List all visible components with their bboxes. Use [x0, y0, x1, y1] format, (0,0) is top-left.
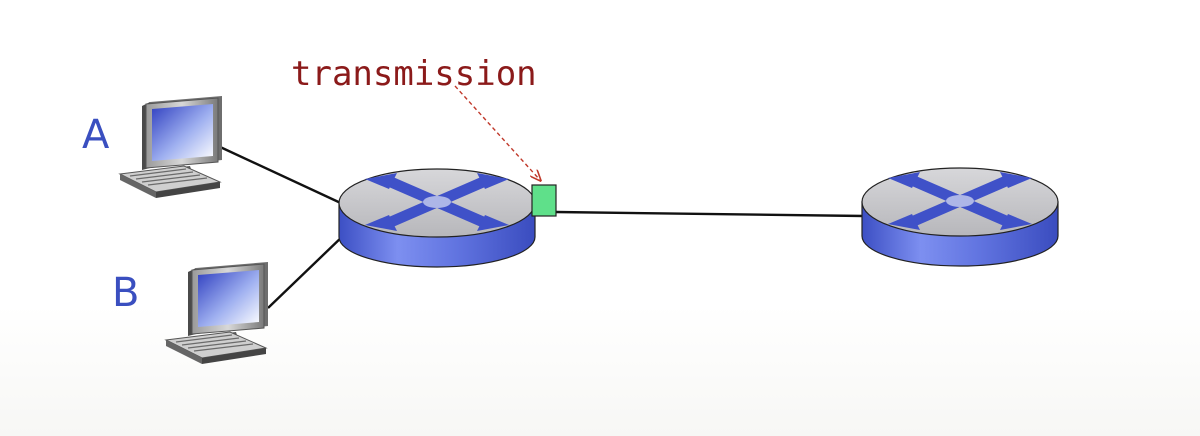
transmission-annotation: transmission	[291, 54, 537, 94]
host-b-label: B	[112, 270, 139, 316]
link-b-router1	[267, 233, 346, 309]
host-a-label: A	[82, 112, 110, 158]
host-b-computer-icon	[165, 261, 269, 365]
link-router1-router2	[555, 210, 865, 218]
link-a-router1	[217, 144, 346, 207]
host-a-computer-icon	[119, 95, 223, 199]
annotation-arrow	[454, 85, 540, 180]
router-1-icon	[338, 168, 536, 268]
packet-icon	[531, 184, 557, 217]
router-2-icon	[861, 167, 1059, 267]
